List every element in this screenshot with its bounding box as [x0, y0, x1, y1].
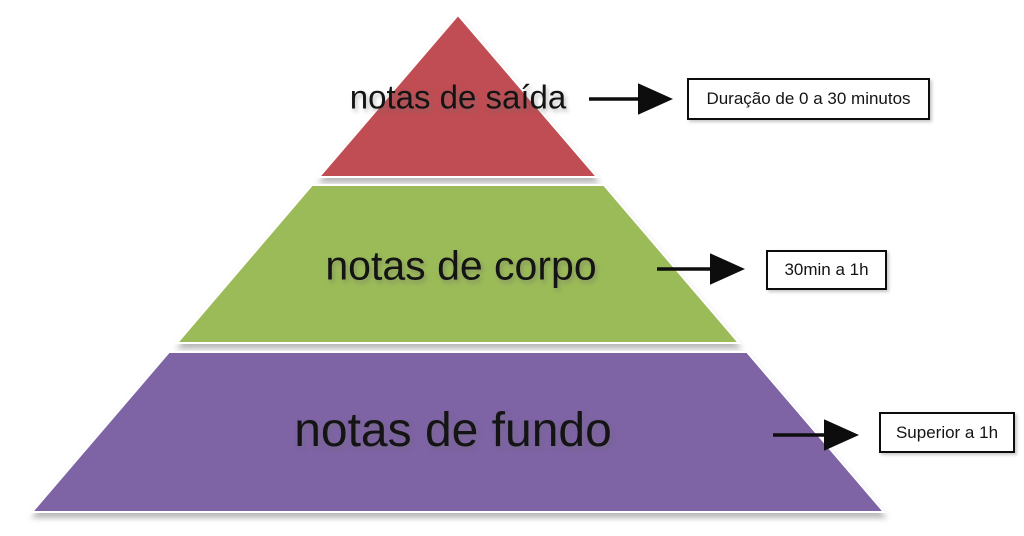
top-level-label: notas de saída [349, 78, 567, 116]
top-level-duration-text: Duração de 0 a 30 minutos [706, 89, 911, 108]
bottom-level-duration-text: Superior a 1h [895, 422, 999, 442]
middle-level-label: notas de corpo [325, 242, 597, 289]
pyramid-middle-section [174, 184, 742, 344]
middle-level-duration-box: 30min a 1h [766, 250, 887, 290]
bottom-level-label: notas de fundo [294, 404, 612, 457]
bottom-level-duration-box: Superior a 1h [879, 412, 1015, 453]
top-level-duration-box: Duração de 0 a 30 minutos [687, 78, 930, 120]
pyramid-bottom-section [29, 351, 887, 513]
pyramid-top-section [316, 13, 600, 178]
middle-level-duration-text: 30min a 1h [784, 260, 869, 279]
